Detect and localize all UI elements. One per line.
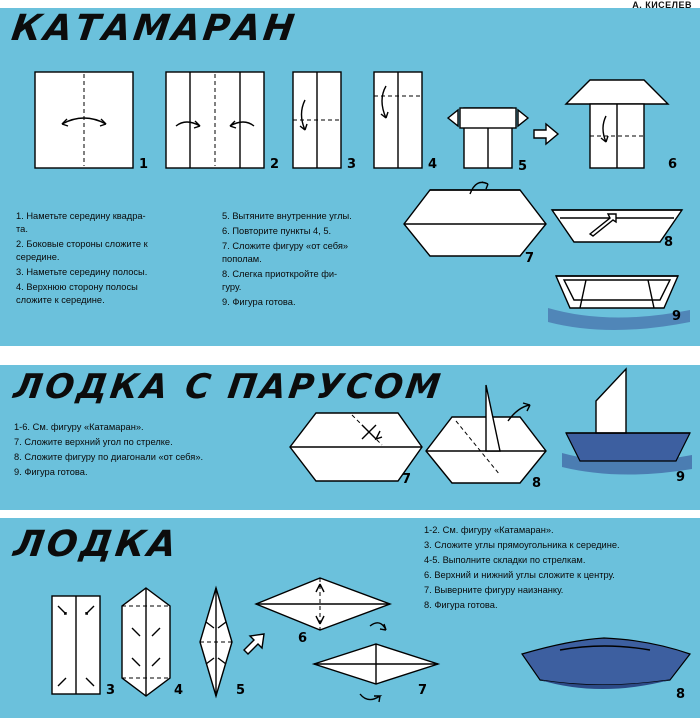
catamaran-figure-4: 4 <box>373 71 437 172</box>
fig-number: 7 <box>418 683 427 698</box>
step: 7. Выверните фигуру наизнанку. <box>424 585 564 595</box>
catamaran-figure-8: 8 <box>550 209 684 250</box>
boat-steps: 1-2. См. фигуру «Катамаран». 3. Сложите … <box>424 524 696 614</box>
step: 9. Фигура готова. <box>222 297 296 307</box>
fig-number: 6 <box>668 157 677 172</box>
fig-number: 4 <box>174 683 183 698</box>
step: 2. Боковые стороны сложите к середине. <box>16 239 148 262</box>
fig-number: 5 <box>236 683 245 698</box>
sailboat-diagrams: 7 8 9 <box>289 367 692 491</box>
sailboat-figure-9: 9 <box>562 367 692 485</box>
step: 4. Верхнюю сторону полосы сложите к сере… <box>16 282 138 305</box>
step: 3. Наметьте середину полосы. <box>16 267 148 277</box>
fig-number: 8 <box>676 687 685 702</box>
sailboat-figure-8: 8 <box>425 384 547 491</box>
sailboat-section: ЛОДКА С ПАРУСОМ 7 8 9 1- <box>0 365 700 510</box>
fig-number: 8 <box>532 476 541 491</box>
step: 6. Верхний и нижний углы сложите к центр… <box>424 570 615 580</box>
catamaran-figure-3: 3 <box>292 71 356 172</box>
fig-number: 4 <box>428 157 437 172</box>
step: 1. Наметьте середину квадра- та. <box>16 211 146 234</box>
sailboat-steps: 1-6. См. фигуру «Катамаран». 7. Сложите … <box>14 421 284 481</box>
fig-number: 2 <box>270 157 279 172</box>
fig-number: 5 <box>518 159 527 174</box>
fig-number: 3 <box>347 157 356 172</box>
fig-number: 7 <box>402 472 411 487</box>
step: 5. Вытяните внутренние углы. <box>222 211 352 221</box>
step: 8. Слегка приоткройте фи- гуру. <box>222 269 338 292</box>
catamaran-figure-5: 5 <box>446 107 530 174</box>
right-arrow-icon <box>533 122 560 146</box>
sailboat-figure-7: 7 <box>289 412 423 487</box>
step: 1-2. См. фигуру «Катамаран». <box>424 525 554 535</box>
fig-number: 1 <box>139 157 148 172</box>
up-right-arrow-icon <box>243 633 265 655</box>
fig-number: 6 <box>298 631 307 646</box>
catamaran-figure-1: 1 <box>34 71 148 172</box>
boat-figure-6: 6 <box>254 577 393 646</box>
step: 7. Сложите верхний угол по стрелке. <box>14 437 173 447</box>
fig-number: 9 <box>676 470 685 485</box>
catamaran-section: КАТАМАРАН 1 2 3 <box>0 8 700 346</box>
catamaran-figure-7: 7 <box>403 181 547 266</box>
step: 3. Сложите углы прямоугольника к середин… <box>424 540 620 550</box>
step: 7. Сложите фигуру «от себя» пополам. <box>222 241 349 264</box>
step: 8. Сложите фигуру по диагонали «от себя»… <box>14 452 204 462</box>
catamaran-steps-right: 5. Вытяните внутренние углы. 6. Повторит… <box>222 210 402 311</box>
step: 1-6. См. фигуру «Катамаран». <box>14 422 144 432</box>
boat-figure-7: 7 <box>311 622 441 703</box>
boat-figure-3: 3 <box>51 595 115 698</box>
boat-figure-8: 8 <box>521 637 691 702</box>
boat-figure-5: 5 <box>199 585 245 699</box>
boat-diagrams: 3 4 5 6 <box>51 577 691 703</box>
catamaran-diagrams: 1 2 3 4 <box>34 71 690 330</box>
step: 9. Фигура готова. <box>14 467 88 477</box>
catamaran-figure-2: 2 <box>165 71 279 172</box>
fig-number: 8 <box>664 235 673 250</box>
boat-section: ЛОДКА 3 4 5 <box>0 518 700 718</box>
catamaran-figure-9: 9 <box>548 275 690 330</box>
step: 8. Фигура готова. <box>424 600 498 610</box>
step: 4-5. Выполните складки по стрелкам. <box>424 555 586 565</box>
step: 6. Повторите пункты 4, 5. <box>222 226 332 236</box>
catamaran-steps-left: 1. Наметьте середину квадра- та. 2. Боко… <box>16 210 216 309</box>
boat-figure-4: 4 <box>121 587 183 698</box>
fig-number: 7 <box>525 251 534 266</box>
fig-number: 3 <box>106 683 115 698</box>
fig-number: 9 <box>672 309 681 324</box>
author-name: А. КИСЕЛЕВ <box>632 0 692 10</box>
catamaran-figure-6: 6 <box>564 79 677 172</box>
